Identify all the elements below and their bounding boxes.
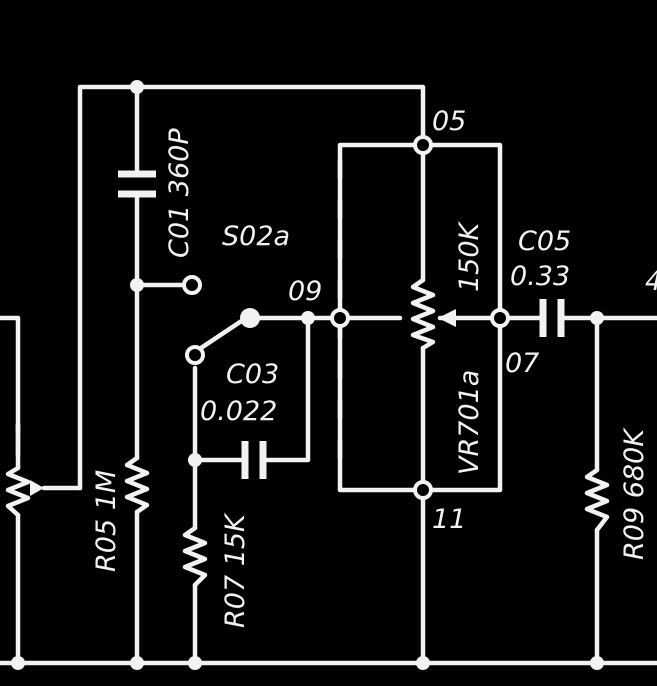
label-vr-name: VR701a	[454, 370, 485, 475]
resistors	[5, 277, 610, 588]
terminal-05	[413, 135, 433, 155]
label-r07: R07 15K	[220, 512, 251, 628]
junctions	[11, 80, 604, 670]
junction-r09	[590, 311, 604, 325]
label-c01: C01 360P	[164, 128, 195, 258]
label-r05: R05 1M	[91, 470, 122, 572]
terminal-switch-pole	[185, 345, 205, 365]
left-pot-wiper-arrow	[30, 480, 44, 496]
left-branch	[0, 315, 21, 471]
junction-c03-right	[301, 311, 315, 325]
label-right-edge: 4	[645, 266, 657, 297]
labels: 05 09 07 11 4 C01 360P S02a C03 0.022 C0…	[91, 106, 657, 628]
terminal-09	[330, 308, 350, 328]
label-vr-value: 150K	[454, 220, 485, 292]
top-wire	[77, 84, 426, 491]
junction-switch-arm	[240, 308, 260, 328]
label-c03-name: C03	[226, 359, 279, 390]
r07-resistor	[182, 525, 208, 588]
terminal-s02a	[182, 275, 202, 295]
ground-dot-3	[188, 656, 202, 670]
vr701a-wiper-arrow	[438, 309, 456, 327]
junction-top-left	[130, 80, 144, 94]
label-node-09: 09	[288, 276, 322, 307]
terminals	[182, 135, 510, 500]
capacitors	[118, 170, 565, 479]
label-c05-value: 0.33	[510, 261, 570, 292]
label-node-11: 11	[432, 504, 466, 535]
ground-dot-5	[590, 656, 604, 670]
label-node-05: 05	[432, 106, 466, 137]
terminal-11	[413, 480, 433, 500]
switch-arm	[192, 315, 249, 355]
label-c03-value: 0.022	[200, 396, 277, 427]
left-pot-resistor	[5, 465, 31, 518]
terminal-07	[490, 308, 510, 328]
junction-s02a	[130, 278, 144, 292]
label-c05-name: C05	[518, 226, 571, 257]
label-r09: R09 680K	[619, 427, 650, 560]
label-s02a: S02a	[222, 221, 290, 252]
ground-dot-1	[11, 656, 25, 670]
r09-resistor	[584, 467, 610, 533]
vr701a-resistor	[410, 277, 436, 351]
r05-resistor	[124, 455, 150, 515]
ground-dot-2	[130, 656, 144, 670]
ground-dot-4	[416, 656, 430, 670]
junction-c03-left	[188, 453, 202, 467]
c03-right-wire	[262, 315, 311, 463]
wires	[0, 84, 657, 666]
label-node-07: 07	[505, 348, 539, 379]
